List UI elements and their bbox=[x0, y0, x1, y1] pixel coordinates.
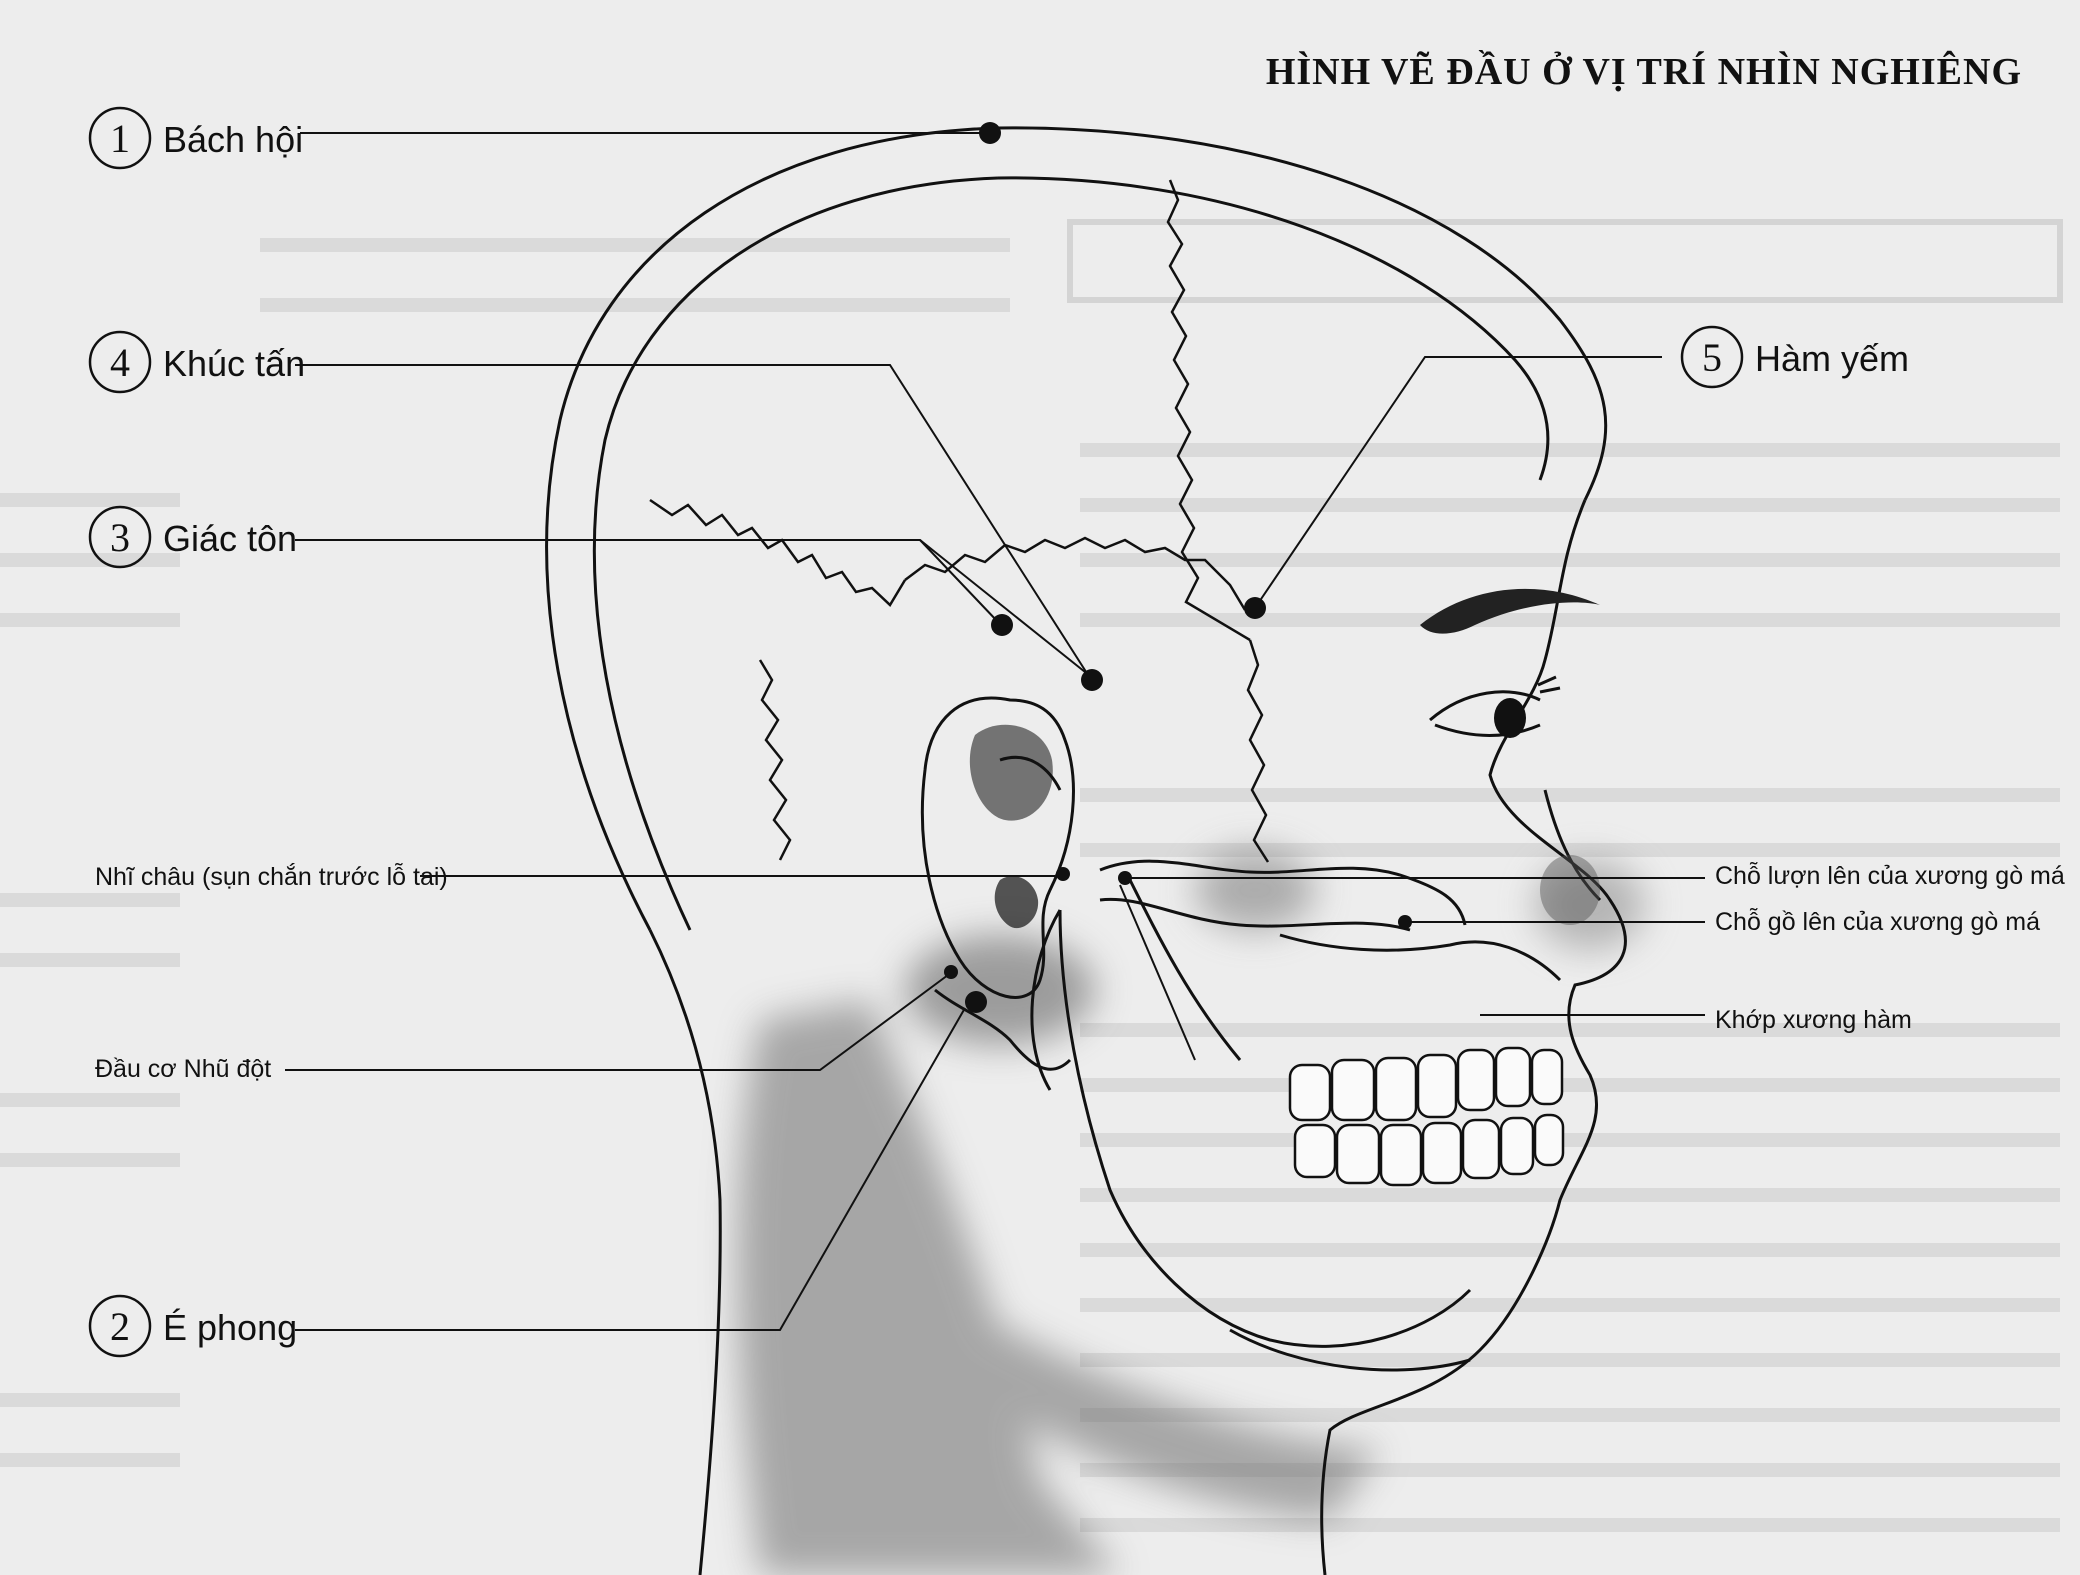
number-badge bbox=[88, 1294, 152, 1358]
face-features bbox=[1420, 588, 1602, 925]
skull-bones bbox=[649, 179, 1562, 1348]
point-label: É phong bbox=[163, 1307, 297, 1348]
point-number: 1 bbox=[110, 116, 130, 161]
number-badge bbox=[88, 505, 152, 569]
neck-shading bbox=[736, 850, 1645, 1575]
number-badge bbox=[1680, 325, 1744, 389]
point-khuc-tan: 4 Khúc tấn bbox=[88, 330, 1103, 691]
annotation-nhi-chau: Nhĩ châu (sụn chắn trước lỗ tai) bbox=[95, 862, 1070, 891]
acupoint-marker bbox=[944, 965, 958, 979]
eye-pupil bbox=[1494, 698, 1526, 738]
acupoint-marker bbox=[965, 991, 987, 1013]
point-label: Khúc tấn bbox=[163, 343, 305, 384]
acupoint-marker bbox=[1244, 597, 1266, 619]
acupoint-marker bbox=[1056, 867, 1070, 881]
point-ham-yem: 5 Hàm yếm bbox=[1244, 325, 1909, 619]
point-label: Bách hội bbox=[163, 119, 303, 160]
point-number: 3 bbox=[110, 515, 130, 560]
point-number: 4 bbox=[110, 340, 130, 385]
annotation-label: Chỗ gồ lên của xương gò má bbox=[1715, 907, 2040, 936]
acupoint-marker bbox=[979, 122, 1001, 144]
nose-shadow bbox=[1540, 855, 1600, 925]
annotation-khop: Khớp xương hàm bbox=[1119, 884, 1912, 1061]
head-outline bbox=[545, 126, 1627, 1575]
ear bbox=[920, 696, 1075, 1071]
point-giac-ton: 3 Giác tôn bbox=[88, 505, 1086, 673]
point-number: 5 bbox=[1702, 335, 1722, 380]
acupoint-marker bbox=[1398, 915, 1412, 929]
acupoint-marker bbox=[1081, 669, 1103, 691]
number-badge bbox=[88, 106, 152, 170]
number-badge bbox=[88, 330, 152, 394]
point-label: Giác tôn bbox=[163, 518, 297, 559]
teeth bbox=[1288, 1046, 1565, 1187]
point-e-phong: 2 É phong bbox=[88, 991, 987, 1358]
annotation-label: Khớp xương hàm bbox=[1715, 1006, 1912, 1034]
diagram-title: HÌNH VẼ ĐẦU Ở VỊ TRÍ NHÌN NGHIÊNG bbox=[1266, 50, 2022, 93]
acupoint-marker bbox=[1118, 871, 1132, 885]
annotation-label: Nhĩ châu (sụn chắn trước lỗ tai) bbox=[95, 862, 448, 891]
point-bach-hoi: 1 Bách hội bbox=[88, 106, 1001, 170]
point-label: Hàm yếm bbox=[1755, 338, 1909, 379]
annotation-label: Đầu cơ Nhũ đột bbox=[95, 1055, 271, 1083]
annotation-cho-luon: Chỗ lượn lên của xương gò má bbox=[1118, 861, 2065, 890]
annotation-dau-co: Đầu cơ Nhũ đột bbox=[95, 965, 958, 1083]
annotation-label: Chỗ lượn lên của xương gò má bbox=[1715, 861, 2065, 890]
annotation-cho-go: Chỗ gồ lên của xương gò má bbox=[1398, 907, 2040, 936]
point-number: 2 bbox=[110, 1304, 130, 1349]
